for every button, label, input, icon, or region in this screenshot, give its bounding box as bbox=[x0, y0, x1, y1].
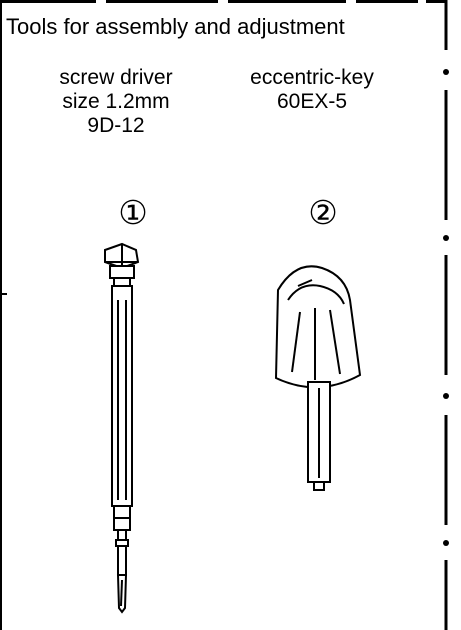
eccentric-key-icon bbox=[274, 265, 362, 491]
screwdriver-icon bbox=[104, 242, 140, 614]
eccentric-key-name: eccentric-key bbox=[250, 66, 374, 89]
tool-number-1: ① bbox=[118, 193, 148, 232]
tool-number-2: ② bbox=[308, 193, 338, 232]
screwdriver-size: size 1.2mm bbox=[62, 90, 170, 113]
screwdriver-name: screw driver bbox=[59, 66, 173, 89]
eccentric-key-label: eccentric-key 60EX-5 bbox=[232, 66, 392, 114]
eccentric-key-code: 60EX-5 bbox=[276, 90, 348, 113]
page-title: Tools for assembly and adjustment bbox=[6, 14, 345, 39]
screwdriver-code: 9D-12 bbox=[87, 114, 145, 137]
panel-frame bbox=[0, 0, 449, 630]
screwdriver-label: screw driver size 1.2mm 9D-12 bbox=[36, 66, 196, 138]
